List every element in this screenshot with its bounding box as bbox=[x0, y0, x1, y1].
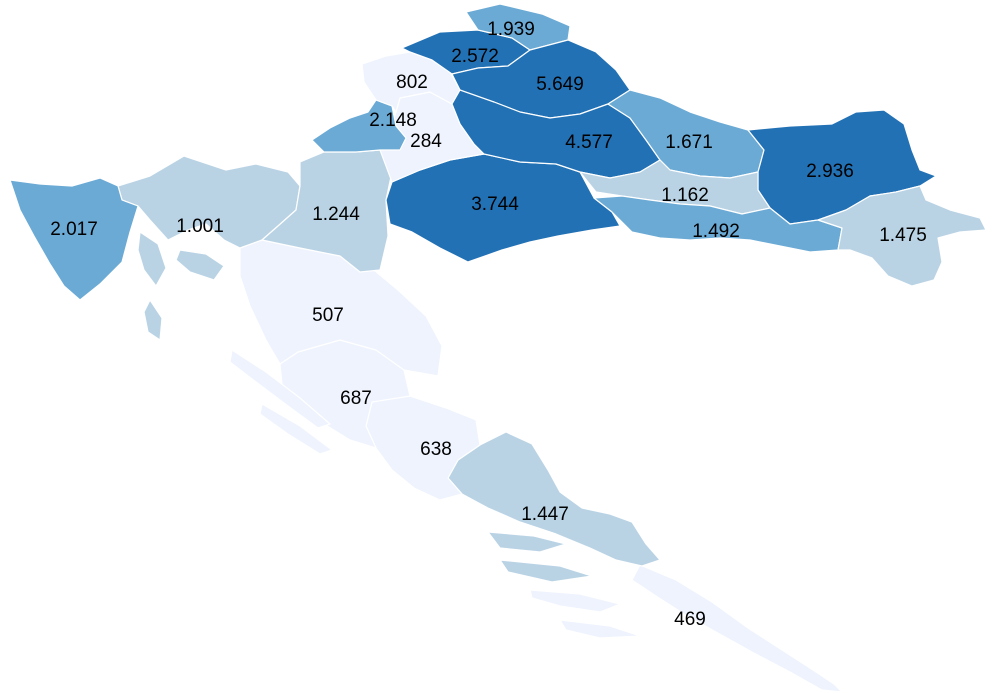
region-split-dalmatia-island[interactable] bbox=[499, 559, 593, 583]
region-label: 1.671 bbox=[665, 132, 713, 153]
region-sibenik-knin[interactable] bbox=[365, 395, 481, 501]
region-label: 802 bbox=[396, 72, 428, 93]
region-label: 4.577 bbox=[565, 132, 613, 153]
region-split-dalmatia-island[interactable] bbox=[487, 531, 567, 553]
region-dubrovnik-neretva-island[interactable] bbox=[529, 589, 621, 613]
region-zagreb-city[interactable] bbox=[311, 99, 407, 153]
region-primorje-gorski-kotar-island[interactable] bbox=[175, 249, 225, 281]
region-label: 2.148 bbox=[369, 110, 417, 131]
region-label: 1.447 bbox=[521, 504, 569, 525]
region-label: 507 bbox=[312, 305, 344, 326]
region-primorje-gorski-kotar-island[interactable] bbox=[143, 299, 163, 341]
region-label: 687 bbox=[340, 388, 372, 409]
region-zadar-island[interactable] bbox=[259, 403, 333, 455]
region-label: 284 bbox=[410, 131, 442, 152]
region-dubrovnik-neretva-island[interactable] bbox=[559, 619, 641, 639]
region-label: 2.572 bbox=[451, 46, 499, 67]
region-label: 5.649 bbox=[536, 74, 584, 95]
region-label: 1.939 bbox=[487, 19, 535, 40]
region-vukovar-srijem[interactable] bbox=[817, 185, 987, 287]
region-label: 1.492 bbox=[692, 221, 740, 242]
region-split-dalmatia[interactable] bbox=[447, 431, 661, 567]
region-primorje-gorski-kotar-island[interactable] bbox=[137, 231, 167, 287]
region-label: 2.017 bbox=[50, 219, 98, 240]
region-label: 3.744 bbox=[471, 194, 519, 215]
region-zadar-island[interactable] bbox=[229, 349, 331, 429]
region-label: 2.936 bbox=[806, 161, 854, 182]
region-label: 469 bbox=[674, 609, 706, 630]
region-dubrovnik-neretva[interactable] bbox=[631, 564, 843, 693]
region-label: 1.475 bbox=[879, 225, 927, 246]
region-label: 1.244 bbox=[312, 204, 360, 225]
region-label: 1.162 bbox=[661, 185, 709, 206]
region-label: 1.001 bbox=[176, 216, 224, 237]
region-label: 638 bbox=[420, 439, 452, 460]
region-istria[interactable] bbox=[9, 177, 139, 301]
